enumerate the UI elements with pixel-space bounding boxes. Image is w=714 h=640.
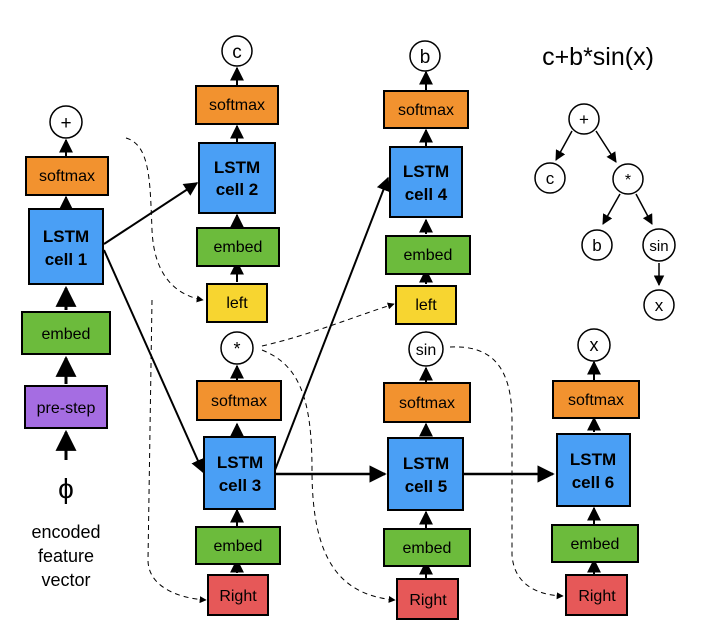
output-symbol-3: * xyxy=(233,339,240,359)
cell-5-column: Right embed LSTM cell 5 softmax sin xyxy=(383,331,471,620)
softmax-label-3: softmax xyxy=(211,393,267,410)
tree-node-times: * xyxy=(612,163,644,195)
expression-tree: c+b*sin(x) + c * b sin x xyxy=(534,43,676,321)
lstm-cell-2: LSTM cell 2 xyxy=(198,142,276,214)
tree-node-c-label: c xyxy=(546,169,555,188)
right-label-5: Right xyxy=(409,592,447,609)
tree-node-b-label: b xyxy=(592,236,601,255)
embed-box-1: embed xyxy=(21,311,111,355)
tree-node-times-label: * xyxy=(625,172,631,189)
lstm-cell-1-line1: LSTM xyxy=(43,227,89,246)
embed-label-6: embed xyxy=(571,536,620,553)
pre-step-label: pre-step xyxy=(37,400,96,417)
input-caption-line-2: feature xyxy=(38,546,94,566)
cell-6-column: Right embed LSTM cell 6 softmax x xyxy=(551,328,640,616)
embed-box-6: embed xyxy=(551,524,639,563)
embed-label-3: embed xyxy=(214,538,263,555)
output-symbol-4: b xyxy=(420,47,431,68)
input-caption-line-1: encoded xyxy=(31,522,100,542)
lstm-cell-6: LSTM cell 6 xyxy=(556,433,631,507)
lstm-cell-2-line1: LSTM xyxy=(214,158,260,177)
lstm-cell-3: LSTM cell 3 xyxy=(203,436,276,510)
softmax-label-6: softmax xyxy=(568,392,624,409)
softmax-label-2: softmax xyxy=(209,97,265,114)
lstm-cell-2-line2: cell 2 xyxy=(216,180,259,199)
lstm-cell-4: LSTM cell 4 xyxy=(389,146,463,218)
phi-symbol: ϕ xyxy=(58,473,74,504)
tree-node-sin-label: sin xyxy=(649,238,668,255)
tree-node-x-label: x xyxy=(655,296,664,315)
embed-box-4: embed xyxy=(385,235,471,275)
lstm-cell-5-line1: LSTM xyxy=(403,454,449,473)
cell-3-column: Right embed LSTM cell 3 softmax * xyxy=(195,331,282,616)
connectors xyxy=(55,66,665,604)
right-box-5: Right xyxy=(396,578,459,620)
lstm-cell-1-line2: cell 1 xyxy=(45,250,88,269)
left-box-2: left xyxy=(206,283,268,323)
output-node-3: * xyxy=(220,331,254,365)
lstm-cell-4-line1: LSTM xyxy=(403,162,449,181)
lstm-cell-6-line1: LSTM xyxy=(570,450,616,469)
output-symbol-5: sin xyxy=(416,342,436,359)
softmax-box-3: softmax xyxy=(196,380,282,421)
softmax-label-5: softmax xyxy=(399,395,455,412)
pre-step-box: pre-step xyxy=(24,385,108,429)
lstm-cell-5: LSTM cell 5 xyxy=(387,437,464,511)
output-symbol-2: c xyxy=(232,42,242,63)
cell-4-column: left embed LSTM cell 4 softmax b xyxy=(383,40,471,325)
left-box-4: left xyxy=(395,285,457,325)
lstm-cell-3-line2: cell 3 xyxy=(219,476,262,495)
output-node-6: x xyxy=(577,328,611,362)
tree-node-c: c xyxy=(534,162,566,194)
softmax-label-4: softmax xyxy=(398,102,454,119)
right-box-3: Right xyxy=(207,574,269,616)
tree-node-root-label: + xyxy=(579,110,589,129)
cell-2-column: left embed LSTM cell 2 softmax c xyxy=(195,35,280,323)
output-symbol-6: x xyxy=(590,335,599,355)
embed-label-4: embed xyxy=(404,247,453,264)
embed-label-2: embed xyxy=(214,239,263,256)
output-node-2: c xyxy=(221,35,253,67)
left-label-2: left xyxy=(226,295,248,312)
right-label-3: Right xyxy=(219,588,257,605)
output-node-1: + xyxy=(49,105,83,139)
left-label-4: left xyxy=(415,297,437,314)
softmax-box-2: softmax xyxy=(195,85,279,125)
lstm-cell-4-line2: cell 4 xyxy=(405,185,448,204)
output-node-5: sin xyxy=(408,331,444,367)
tree-node-b: b xyxy=(581,229,613,261)
embed-label-5: embed xyxy=(403,540,452,557)
embed-box-2: embed xyxy=(196,227,280,267)
right-label-6: Right xyxy=(578,588,616,605)
lstm-cell-1: LSTM cell 1 xyxy=(28,208,104,285)
lstm-cell-5-line2: cell 5 xyxy=(405,477,448,496)
input-column: ϕ encoded feature vector pre-step embed … xyxy=(21,105,111,590)
right-box-6: Right xyxy=(565,574,628,616)
softmax-box-5: softmax xyxy=(383,382,471,423)
softmax-box-1: softmax xyxy=(25,156,109,196)
tree-node-x: x xyxy=(643,289,675,321)
input-caption-line-3: vector xyxy=(41,570,90,590)
softmax-box-6: softmax xyxy=(552,380,640,419)
embed-box-5: embed xyxy=(383,528,471,567)
tree-node-sin: sin xyxy=(642,228,676,262)
output-symbol-1: + xyxy=(60,113,71,134)
embed-box-3: embed xyxy=(195,526,281,565)
softmax-box-4: softmax xyxy=(383,90,469,129)
embed-label-1: embed xyxy=(42,326,91,343)
output-node-4: b xyxy=(409,40,441,72)
lstm-cell-3-line1: LSTM xyxy=(217,453,263,472)
lstm-cell-6-line2: cell 6 xyxy=(572,473,615,492)
expression-title: c+b*sin(x) xyxy=(542,43,654,71)
tree-node-root: + xyxy=(568,103,600,135)
softmax-label-1: softmax xyxy=(39,168,95,185)
